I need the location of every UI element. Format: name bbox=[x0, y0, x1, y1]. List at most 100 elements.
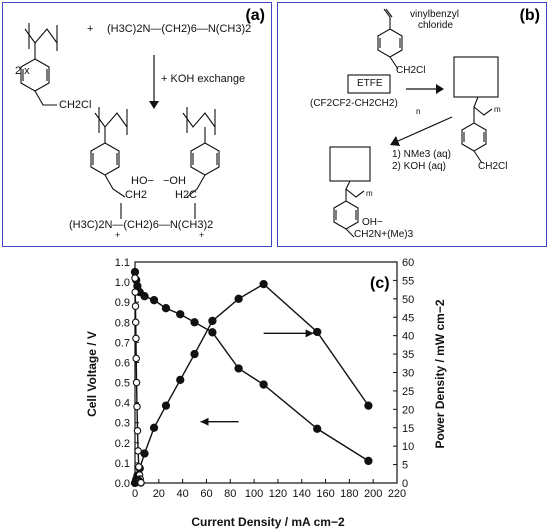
plus-sign: + bbox=[87, 23, 94, 35]
y-left-tick-label: 0.9 bbox=[115, 297, 130, 309]
x-tick-label: 80 bbox=[224, 488, 236, 500]
y-axis-right-label: Power Density / mW cm−2 bbox=[433, 299, 447, 448]
polymer-unit-left bbox=[90, 107, 128, 219]
hydroxide-left: HO− bbox=[131, 175, 154, 187]
grafted-film-structure bbox=[453, 56, 499, 164]
data-point bbox=[131, 302, 140, 310]
data-point bbox=[135, 463, 143, 471]
data-point bbox=[132, 378, 141, 387]
x-tick-label: 0 bbox=[132, 488, 138, 500]
diammonium-bridge: (H3C)2N—(CH2)6—N(CH3)2 bbox=[69, 219, 214, 231]
y-axis-left-label: Cell Voltage / V bbox=[85, 331, 99, 417]
y-left-tick-label: 1.0 bbox=[115, 277, 130, 289]
y-right-tick-label: 50 bbox=[402, 294, 414, 306]
methylene-left: CH2 bbox=[125, 189, 148, 201]
axis-indicator-arrow-head bbox=[305, 329, 314, 338]
polymer-unit-right bbox=[182, 107, 220, 219]
x-tick-label: 120 bbox=[269, 488, 287, 500]
y-left-tick-label: 0.5 bbox=[115, 378, 130, 390]
panel-c-label: (c) bbox=[370, 275, 390, 292]
step-trimethylamine: 1) NMe3 (aq) bbox=[392, 149, 451, 160]
etfe-label: ETFE bbox=[357, 78, 383, 89]
data-point bbox=[208, 316, 217, 326]
y-left-tick-label: 0.7 bbox=[115, 337, 130, 349]
stoichiometric-coefficient: 2 x bbox=[15, 65, 30, 77]
panel-a-structures bbox=[20, 23, 220, 219]
x-axis-label: Current Density / mA cm−2 bbox=[191, 515, 345, 529]
data-point bbox=[140, 292, 149, 301]
data-point bbox=[137, 478, 145, 487]
y-left-tick-label: 0.8 bbox=[115, 317, 130, 329]
y-left-tick-label: 0.2 bbox=[115, 438, 130, 450]
quaternized-product-structure bbox=[329, 146, 371, 238]
y-right-tick-label: 0 bbox=[402, 478, 408, 490]
plot-frame bbox=[134, 261, 398, 484]
diamine-reagent: (H3C)2N—(CH2)6—N(CH3)2 bbox=[107, 23, 252, 35]
monomer-name-line2: chloride bbox=[418, 20, 454, 31]
data-point bbox=[140, 449, 149, 458]
y-left-tick-label: 0.6 bbox=[115, 357, 130, 369]
etfe-box bbox=[347, 74, 391, 94]
graft-ch2cl: CH2Cl bbox=[478, 161, 508, 172]
quaternary-charge-right: + bbox=[199, 230, 205, 240]
y-left-tick-label: 0.3 bbox=[115, 418, 130, 430]
hydroxide-right: −OH bbox=[163, 175, 186, 187]
x-tick-label: 40 bbox=[177, 488, 189, 500]
x-tick-label: 180 bbox=[340, 488, 358, 500]
y-right-tick-label: 25 bbox=[402, 386, 414, 398]
data-point bbox=[161, 304, 171, 313]
etfe-repeat-unit: (CF2CF2-CH2CH2) bbox=[310, 98, 398, 109]
data-point bbox=[364, 401, 373, 410]
koh-exchange-label: + KOH exchange bbox=[161, 73, 246, 85]
reaction-arrow-down bbox=[149, 55, 159, 109]
benzyl-chloride-group: CH2Cl bbox=[59, 99, 92, 111]
data-point bbox=[313, 424, 322, 433]
y-right-tick-label: 60 bbox=[402, 257, 414, 269]
data-point bbox=[364, 456, 373, 466]
data-point bbox=[149, 423, 159, 432]
monomer-ch2cl: CH2Cl bbox=[396, 65, 426, 76]
data-point bbox=[190, 318, 199, 327]
methylene-right: H2C bbox=[175, 189, 198, 201]
y-left-tick-label: 0.0 bbox=[115, 478, 130, 490]
data-point bbox=[234, 364, 243, 373]
grafting-arrow bbox=[406, 84, 444, 94]
etfe-subscript-n: n bbox=[416, 107, 421, 116]
data-point bbox=[234, 294, 243, 303]
benzene-ring-top bbox=[20, 58, 57, 106]
y-right-tick-label: 10 bbox=[402, 441, 414, 453]
amination-arrow bbox=[390, 116, 453, 146]
data-point bbox=[176, 310, 185, 319]
data-point bbox=[208, 328, 217, 337]
data-point bbox=[313, 327, 322, 337]
quaternary-charge-left: + bbox=[115, 230, 121, 240]
data-point bbox=[131, 318, 140, 327]
y-right-tick-label: 5 bbox=[402, 460, 408, 472]
vinylbenzyl-chloride-structure bbox=[377, 8, 403, 70]
x-tick-label: 60 bbox=[200, 488, 212, 500]
x-tick-label: 200 bbox=[364, 488, 382, 500]
product-subscript-m: m bbox=[366, 189, 373, 198]
data-point bbox=[131, 288, 139, 296]
series-line-0 bbox=[134, 271, 369, 462]
y-left-tick-label: 0.4 bbox=[115, 398, 130, 410]
data-point bbox=[259, 380, 268, 389]
x-tick-label: 20 bbox=[153, 488, 165, 500]
data-point bbox=[259, 279, 268, 289]
y-right-tick-label: 20 bbox=[402, 404, 414, 416]
data-point bbox=[161, 401, 171, 410]
x-tick-label: 160 bbox=[316, 488, 334, 500]
series-line-1 bbox=[134, 283, 369, 484]
data-point bbox=[132, 334, 140, 343]
x-tick-label: 220 bbox=[388, 488, 406, 500]
data-point bbox=[133, 427, 142, 435]
panel-b-grafting-scheme: (b) bbox=[277, 2, 547, 247]
data-point bbox=[190, 349, 199, 359]
chart-marks bbox=[130, 267, 373, 488]
y-right-tick-label: 40 bbox=[402, 331, 414, 343]
data-point bbox=[149, 296, 159, 305]
data-point bbox=[176, 375, 185, 385]
step-koh: 2) KOH (aq) bbox=[392, 161, 446, 172]
